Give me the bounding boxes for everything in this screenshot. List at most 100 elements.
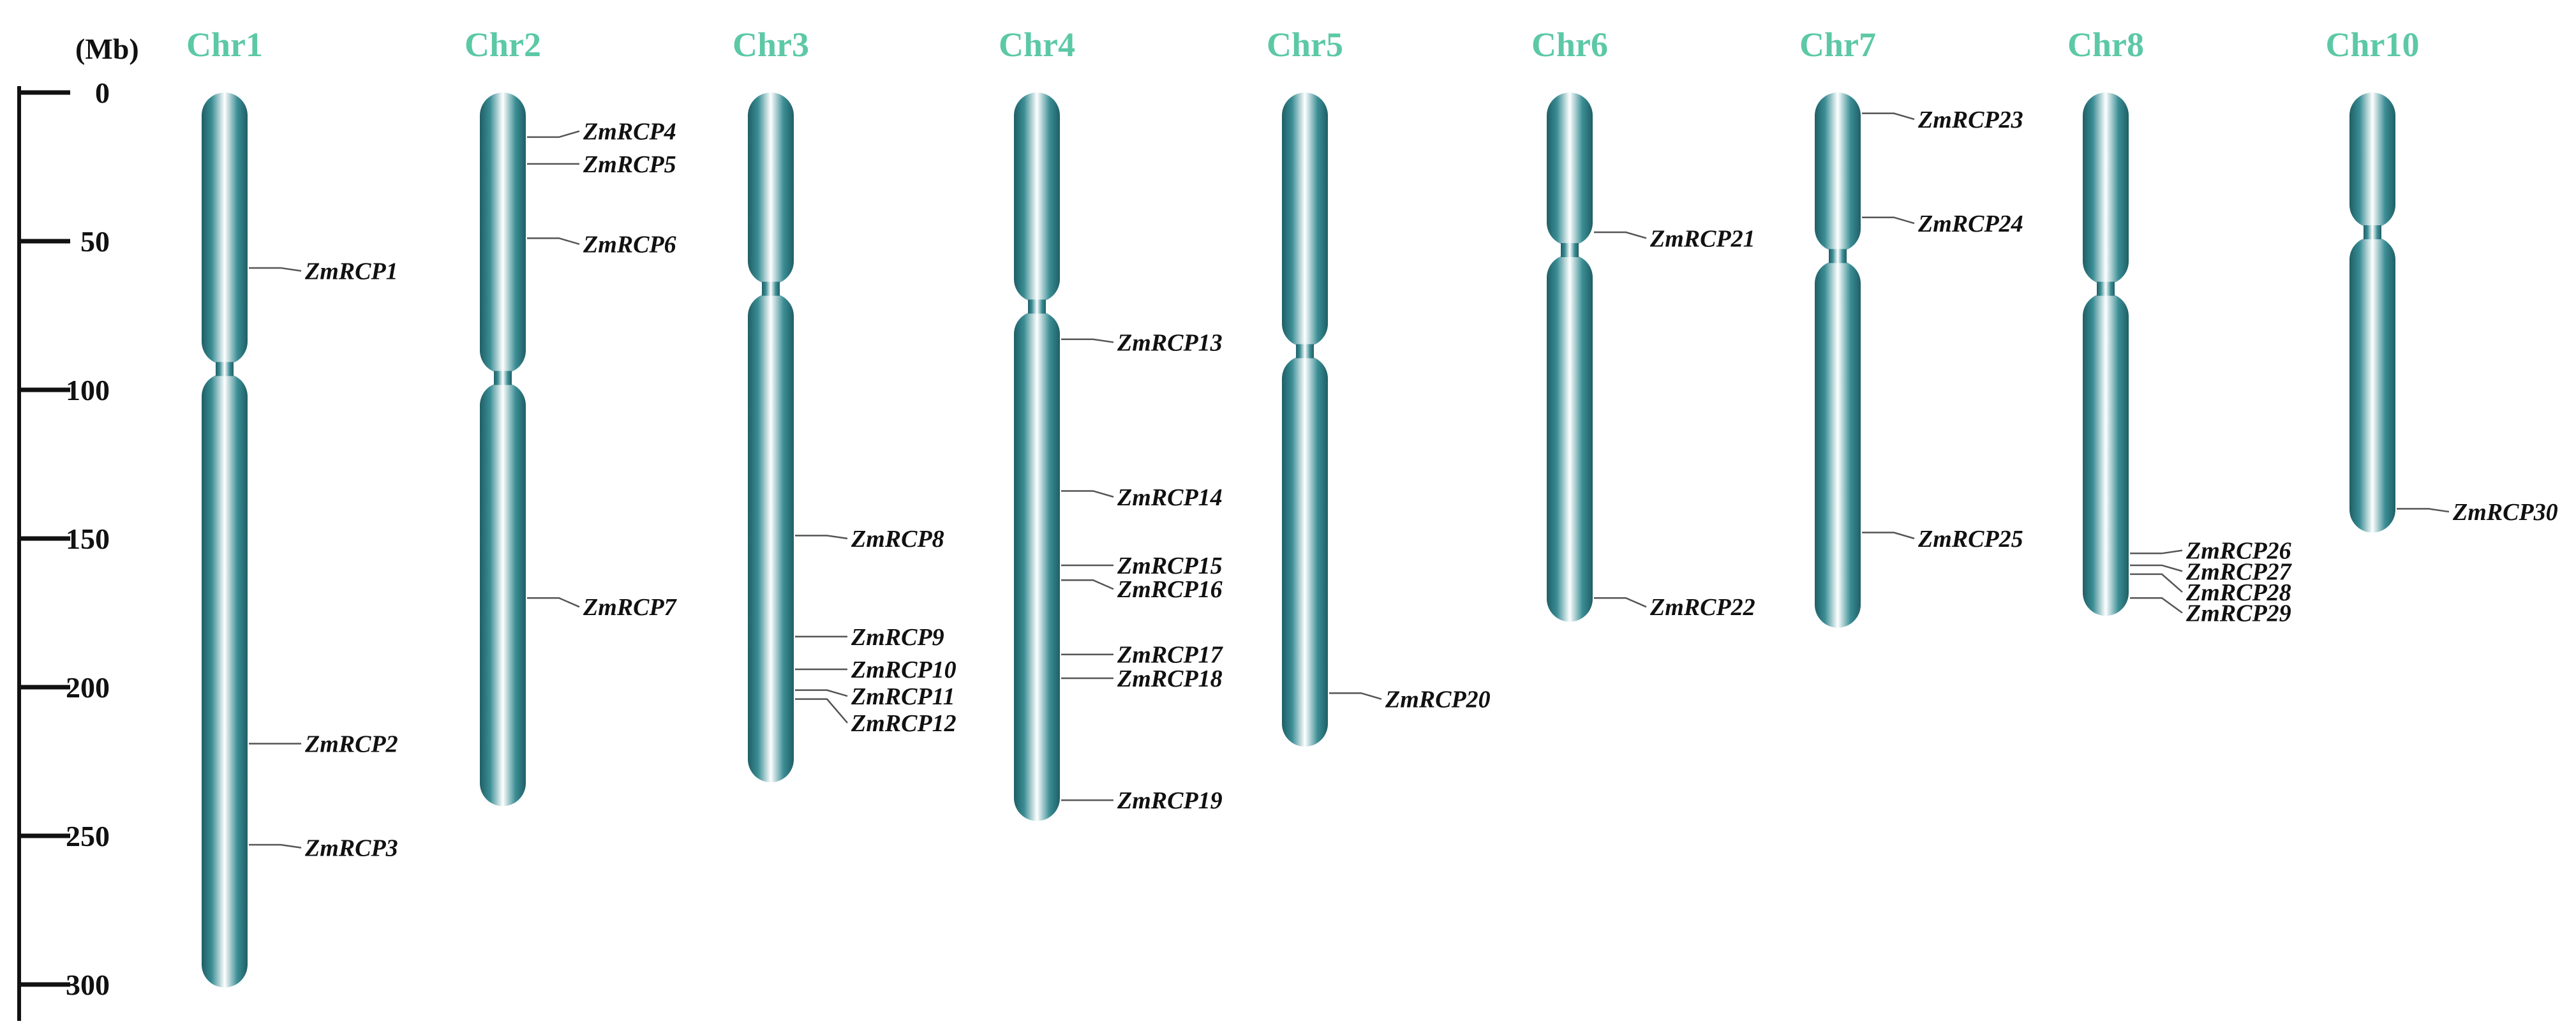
chromosomes: Chr1 Chr2 Chr3 Chr4 Chr5 Chr6 Chr7 Chr8 Chr10 [186, 26, 2420, 988]
chromosome-upper-arm [1014, 93, 1060, 302]
gene-connector-line [1594, 231, 1647, 239]
gene-connector-line [1862, 112, 1915, 121]
chromosome-upper-arm [202, 93, 248, 365]
chromosome-upper-arm [1547, 93, 1593, 246]
gene-connector-line [249, 267, 302, 272]
gene-label: ZmRCP22 [1649, 594, 1755, 621]
gene-connector-line [795, 698, 848, 724]
centromere [1028, 299, 1046, 314]
chromosome-title: Chr2 [465, 26, 541, 64]
chromosome-title: Chr3 [733, 26, 809, 64]
gene-connector-line [527, 237, 580, 245]
gene-label: ZmRCP18 [1117, 665, 1223, 692]
gene-connector-line [795, 535, 848, 540]
gene-label: ZmRCP14 [1117, 484, 1223, 511]
centromere [494, 371, 512, 385]
gene-annotations: ZmRCP1ZmRCP2ZmRCP3ZmRCP4ZmRCP5ZmRCP6ZmRC… [249, 107, 2558, 862]
gene-label: ZmRCP10 [851, 657, 957, 683]
centromere [762, 281, 780, 296]
gene-label: ZmRCP27 [2185, 558, 2293, 585]
gene-label: ZmRCP25 [1917, 526, 2023, 553]
gene-label: ZmRCP5 [583, 151, 676, 178]
gene-label: ZmRCP26 [2185, 538, 2291, 565]
gene-label: ZmRCP8 [851, 526, 944, 553]
chromosome-upper-arm [2349, 93, 2395, 228]
axis-tick-label: 100 [66, 374, 110, 406]
gene-label: ZmRCP13 [1117, 329, 1223, 356]
gene-label: ZmRCP23 [1917, 107, 2023, 133]
gene-label: ZmRCP17 [1117, 642, 1224, 669]
axis-tick-label: 300 [66, 969, 110, 1001]
chromosome-lower-arm [202, 373, 248, 988]
chromosome-title: Chr8 [2067, 26, 2144, 64]
gene-label: ZmRCP21 [1649, 225, 1755, 252]
gene-label: ZmRCP30 [2452, 499, 2558, 526]
gene-connector-line [1061, 579, 1114, 590]
gene-label: ZmRCP4 [583, 119, 676, 145]
chromosome-lower-arm [2083, 293, 2129, 616]
chromosome-upper-arm [748, 93, 794, 285]
chromosome-lower-arm [1014, 311, 1060, 821]
gene-label: ZmRCP28 [2185, 579, 2291, 606]
gene-connector-line [527, 130, 580, 138]
gene-label: ZmRCP20 [1385, 687, 1491, 713]
centromere [1296, 344, 1314, 359]
chromosome-lower-arm [1547, 254, 1593, 622]
chromosome-upper-arm [1815, 93, 1861, 252]
y-axis: 0 50 100 150 200 250 300 (Mb) [17, 33, 139, 1021]
gene-label: ZmRCP7 [583, 594, 678, 621]
chromosome-title: Chr5 [1267, 26, 1343, 64]
centromere [216, 362, 234, 376]
gene-connector-line [1862, 531, 1915, 540]
chromosome-lower-arm [1815, 260, 1861, 628]
gene-connector-line [1594, 597, 1647, 608]
gene-label: ZmRCP12 [851, 710, 957, 737]
gene-label: ZmRCP6 [583, 232, 676, 258]
chromosome-upper-arm [2083, 93, 2129, 285]
axis-unit-label: (Mb) [75, 33, 139, 65]
gene-connector-line [1862, 216, 1915, 225]
gene-connector-line [2130, 549, 2183, 554]
gene-connector-line [2130, 573, 2183, 593]
axis-tick-label: 50 [80, 225, 110, 258]
gene-connector-line [795, 689, 848, 697]
centromere [1829, 249, 1847, 264]
axis-tick-label: 250 [66, 820, 110, 852]
chromosome-title: Chr1 [186, 26, 263, 64]
gene-label: ZmRCP3 [304, 835, 398, 862]
chromosome-lower-arm [2349, 237, 2395, 533]
gene-connector-line [527, 597, 580, 608]
chromosome-lower-arm [480, 382, 526, 806]
gene-label: ZmRCP16 [1117, 576, 1223, 603]
gene-label: ZmRCP2 [304, 731, 398, 758]
gene-connector-line [1061, 490, 1114, 498]
gene-connector-line [2130, 564, 2183, 572]
chromosome-title: Chr4 [999, 26, 1075, 64]
gene-connector-line [2130, 597, 2183, 614]
gene-label: ZmRCP29 [2185, 600, 2291, 627]
gene-label: ZmRCP9 [851, 624, 944, 651]
centromere [2364, 225, 2381, 240]
chromosome-lower-arm [1282, 355, 1328, 747]
gene-label: ZmRCP11 [851, 683, 955, 710]
chromosome-title: Chr6 [1531, 26, 1608, 64]
gene-label: ZmRCP24 [1917, 211, 2023, 237]
gene-connector-line [2397, 508, 2450, 513]
gene-label: ZmRCP15 [1117, 553, 1223, 579]
axis-tick-label: 0 [95, 77, 110, 109]
gene-label: ZmRCP1 [304, 258, 398, 285]
chromosome-title: Chr10 [2326, 26, 2420, 64]
chromosome-title: Chr7 [1799, 26, 1876, 64]
gene-label: ZmRCP19 [1117, 787, 1223, 814]
centromere [2097, 281, 2115, 296]
gene-connector-line [1329, 692, 1382, 700]
gene-connector-line [249, 843, 302, 849]
centromere [1561, 242, 1579, 257]
chromosome-upper-arm [1282, 93, 1328, 347]
chromosome-lower-arm [748, 293, 794, 783]
axis-tick-label: 150 [66, 523, 110, 555]
gene-connector-line [1061, 338, 1114, 343]
axis-tick-label: 200 [66, 671, 110, 704]
chromosome-upper-arm [480, 93, 526, 374]
